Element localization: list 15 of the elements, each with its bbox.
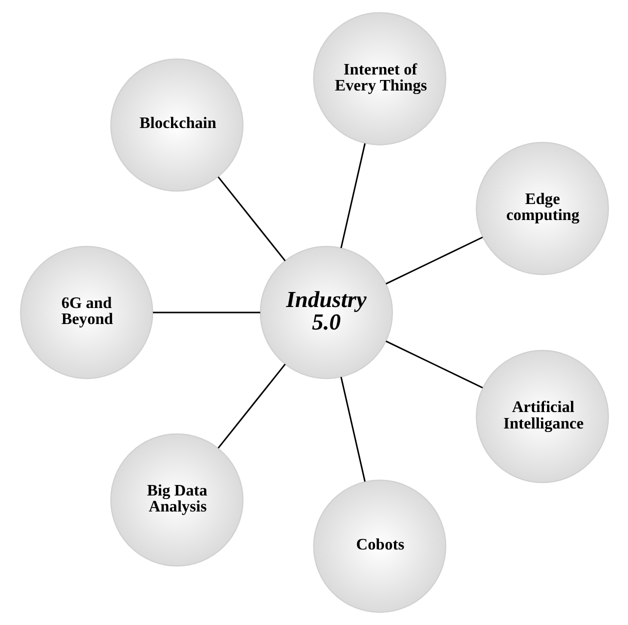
node-circle: Edge computing	[475, 142, 608, 276]
connector	[340, 376, 366, 482]
node-circle: Blockchain	[110, 58, 243, 192]
node-circle: Industry 5.0	[259, 246, 392, 380]
node-circle: Artificial Intelligance	[475, 350, 608, 484]
node-circle: Internet of Every Things	[312, 12, 446, 146]
connector	[152, 312, 260, 314]
node-circle: 6G and Beyond	[20, 246, 153, 380]
connector	[385, 236, 482, 284]
node-circle: Cobots	[312, 480, 446, 613]
connector	[217, 364, 286, 449]
connector	[385, 340, 482, 388]
node-circle: Big Data Analysis	[110, 433, 243, 567]
connector	[217, 176, 286, 262]
connector	[340, 143, 366, 248]
